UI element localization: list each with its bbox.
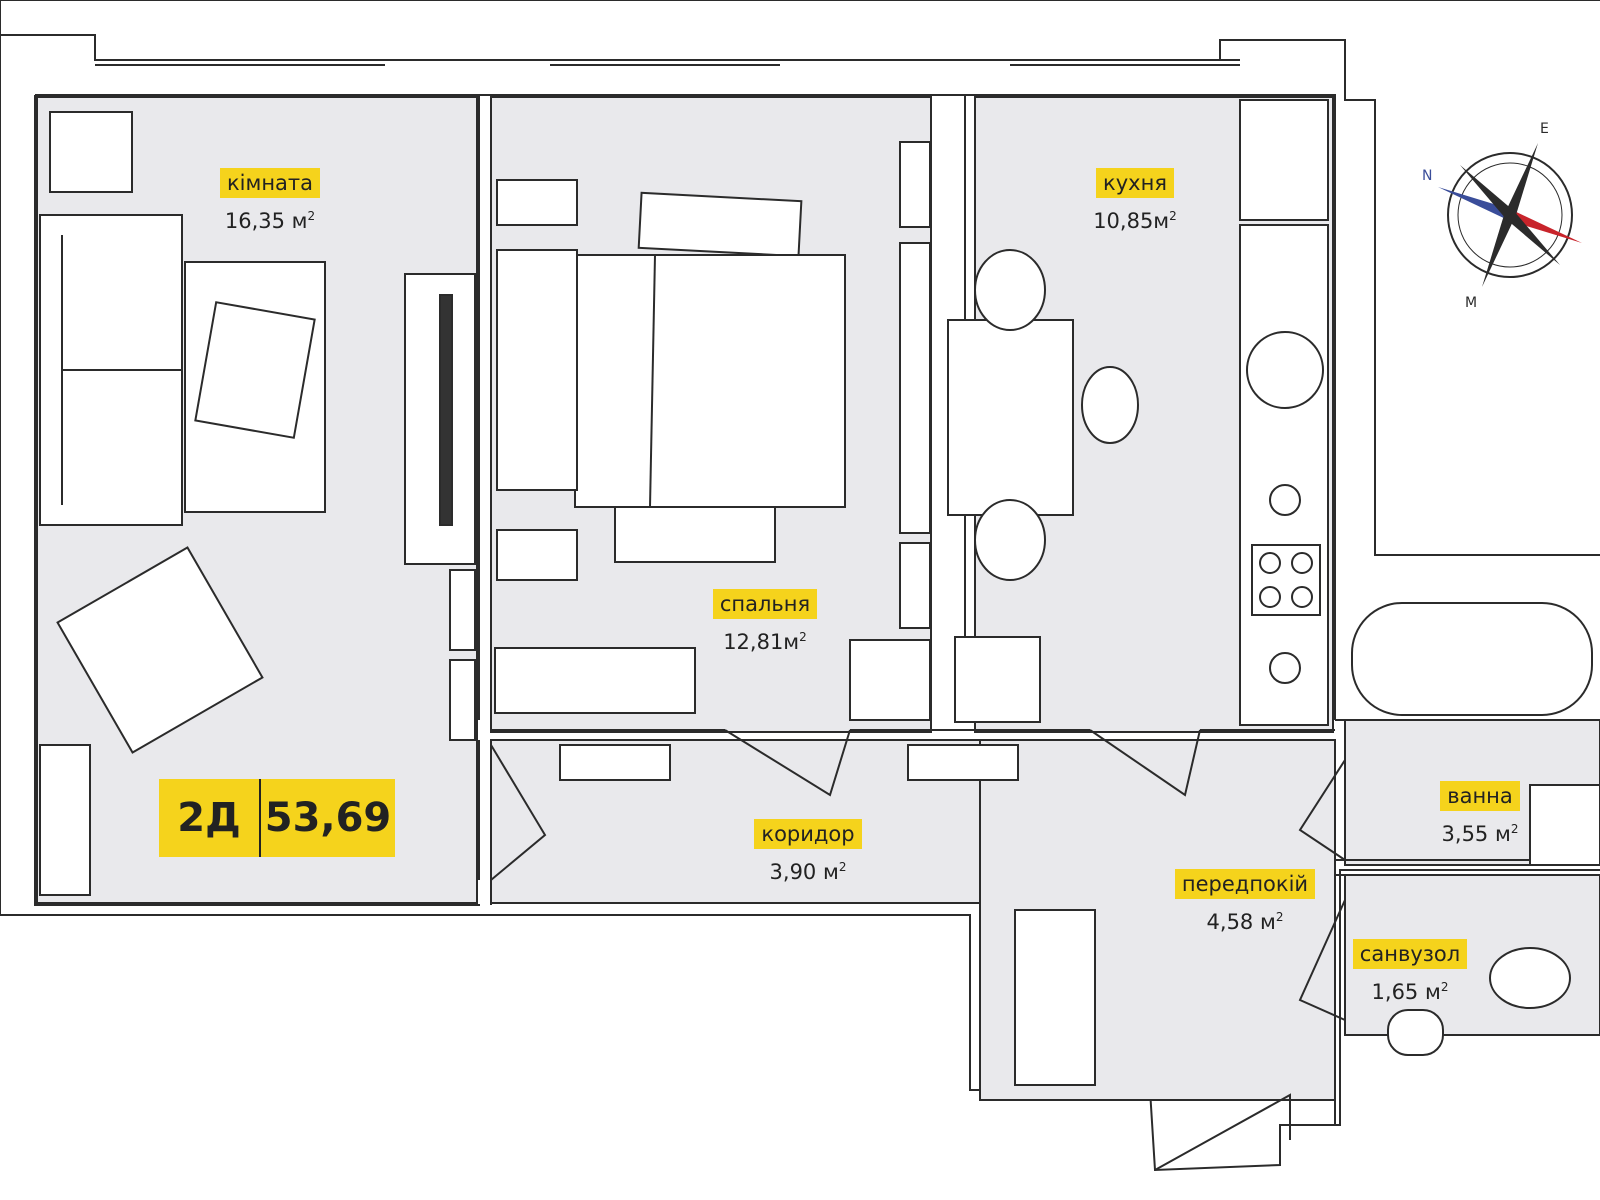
plant-box: [954, 636, 1041, 723]
coffee-table: [194, 301, 316, 439]
bench: [614, 506, 776, 563]
shoe-rack: [907, 744, 1019, 781]
bed: [574, 254, 846, 508]
room-hallway-label: передпокій 4,58 м2: [1165, 869, 1325, 936]
shelf: [449, 659, 476, 741]
apartment-total-area: 53,69: [264, 795, 392, 841]
room-area: 4,58 м2: [1206, 910, 1284, 934]
door[interactable]: [1298, 899, 1346, 1021]
wall-shelf: [899, 141, 931, 228]
room-area: 1,65 м2: [1371, 980, 1449, 1004]
wall-shelf: [899, 542, 931, 629]
closet: [494, 647, 696, 714]
hallway-wardrobe: [1014, 909, 1096, 1086]
toilet-basin: [1387, 1009, 1444, 1056]
room-kitchen-label: кухня 10,85м2: [1075, 168, 1195, 235]
door[interactable]: [1089, 729, 1201, 797]
room-name: передпокій: [1174, 869, 1316, 899]
dining-table: [947, 319, 1074, 516]
room-area: 3,90 м2: [769, 860, 847, 884]
apartment-code: 2Д: [159, 779, 261, 857]
room-area: 12,81м2: [723, 630, 807, 654]
room-area: 16,35 м2: [224, 209, 316, 233]
corridor-bench: [559, 744, 671, 781]
room-area: 10,85м2: [1093, 209, 1177, 233]
kitchen-counter: [1239, 224, 1329, 726]
apartment-badge: 2Д 53,69: [159, 779, 395, 857]
room-bedroom-label: спальня 12,81м2: [705, 589, 825, 656]
tv: [439, 294, 453, 526]
bed-headboard: [637, 191, 803, 258]
room-name: ванна: [1440, 781, 1520, 811]
door[interactable]: [1298, 759, 1346, 861]
room-living-label: кімната 16,35 м2: [205, 168, 335, 235]
washbasin: [1529, 784, 1600, 866]
compass-south: M: [1465, 295, 1477, 311]
nightstand: [496, 529, 578, 581]
room-name: спальня: [712, 589, 818, 619]
compass-east: E: [1540, 121, 1549, 137]
plant-box: [849, 639, 931, 721]
door[interactable]: [724, 729, 851, 797]
room-area: 3,55 м2: [1441, 822, 1519, 846]
nightstand: [496, 179, 578, 226]
plant-shelf: [39, 744, 91, 896]
plant-pot: [49, 111, 133, 193]
sink: [1246, 331, 1324, 409]
exterior-wall: [0, 34, 1600, 1172]
room-toilet-label: санвузол 1,65 м2: [1340, 939, 1480, 1006]
room-name: кімната: [219, 168, 321, 198]
compass-north: N: [1422, 168, 1432, 184]
window: [95, 59, 1240, 66]
fridge: [1239, 99, 1329, 221]
room-corridor-label: коридор 3,90 м2: [743, 819, 873, 886]
room-name: кухня: [1096, 168, 1174, 198]
bathtub: [1351, 602, 1593, 716]
chair: [974, 249, 1046, 331]
wardrobe: [496, 249, 578, 491]
door[interactable]: [490, 744, 547, 881]
room-bathroom-label: ванна 3,55 м2: [1430, 781, 1530, 848]
chair: [1081, 366, 1139, 444]
room-name: коридор: [754, 819, 862, 849]
shelf: [449, 569, 476, 651]
compass-rose-icon: N E M: [1422, 121, 1582, 311]
room-name: санвузол: [1352, 939, 1468, 969]
armchair: [56, 546, 264, 754]
entrance-door[interactable]: [1154, 1093, 1291, 1171]
wall-shelf: [899, 242, 931, 534]
toilet-bowl: [1489, 947, 1571, 1009]
chair: [974, 499, 1046, 581]
